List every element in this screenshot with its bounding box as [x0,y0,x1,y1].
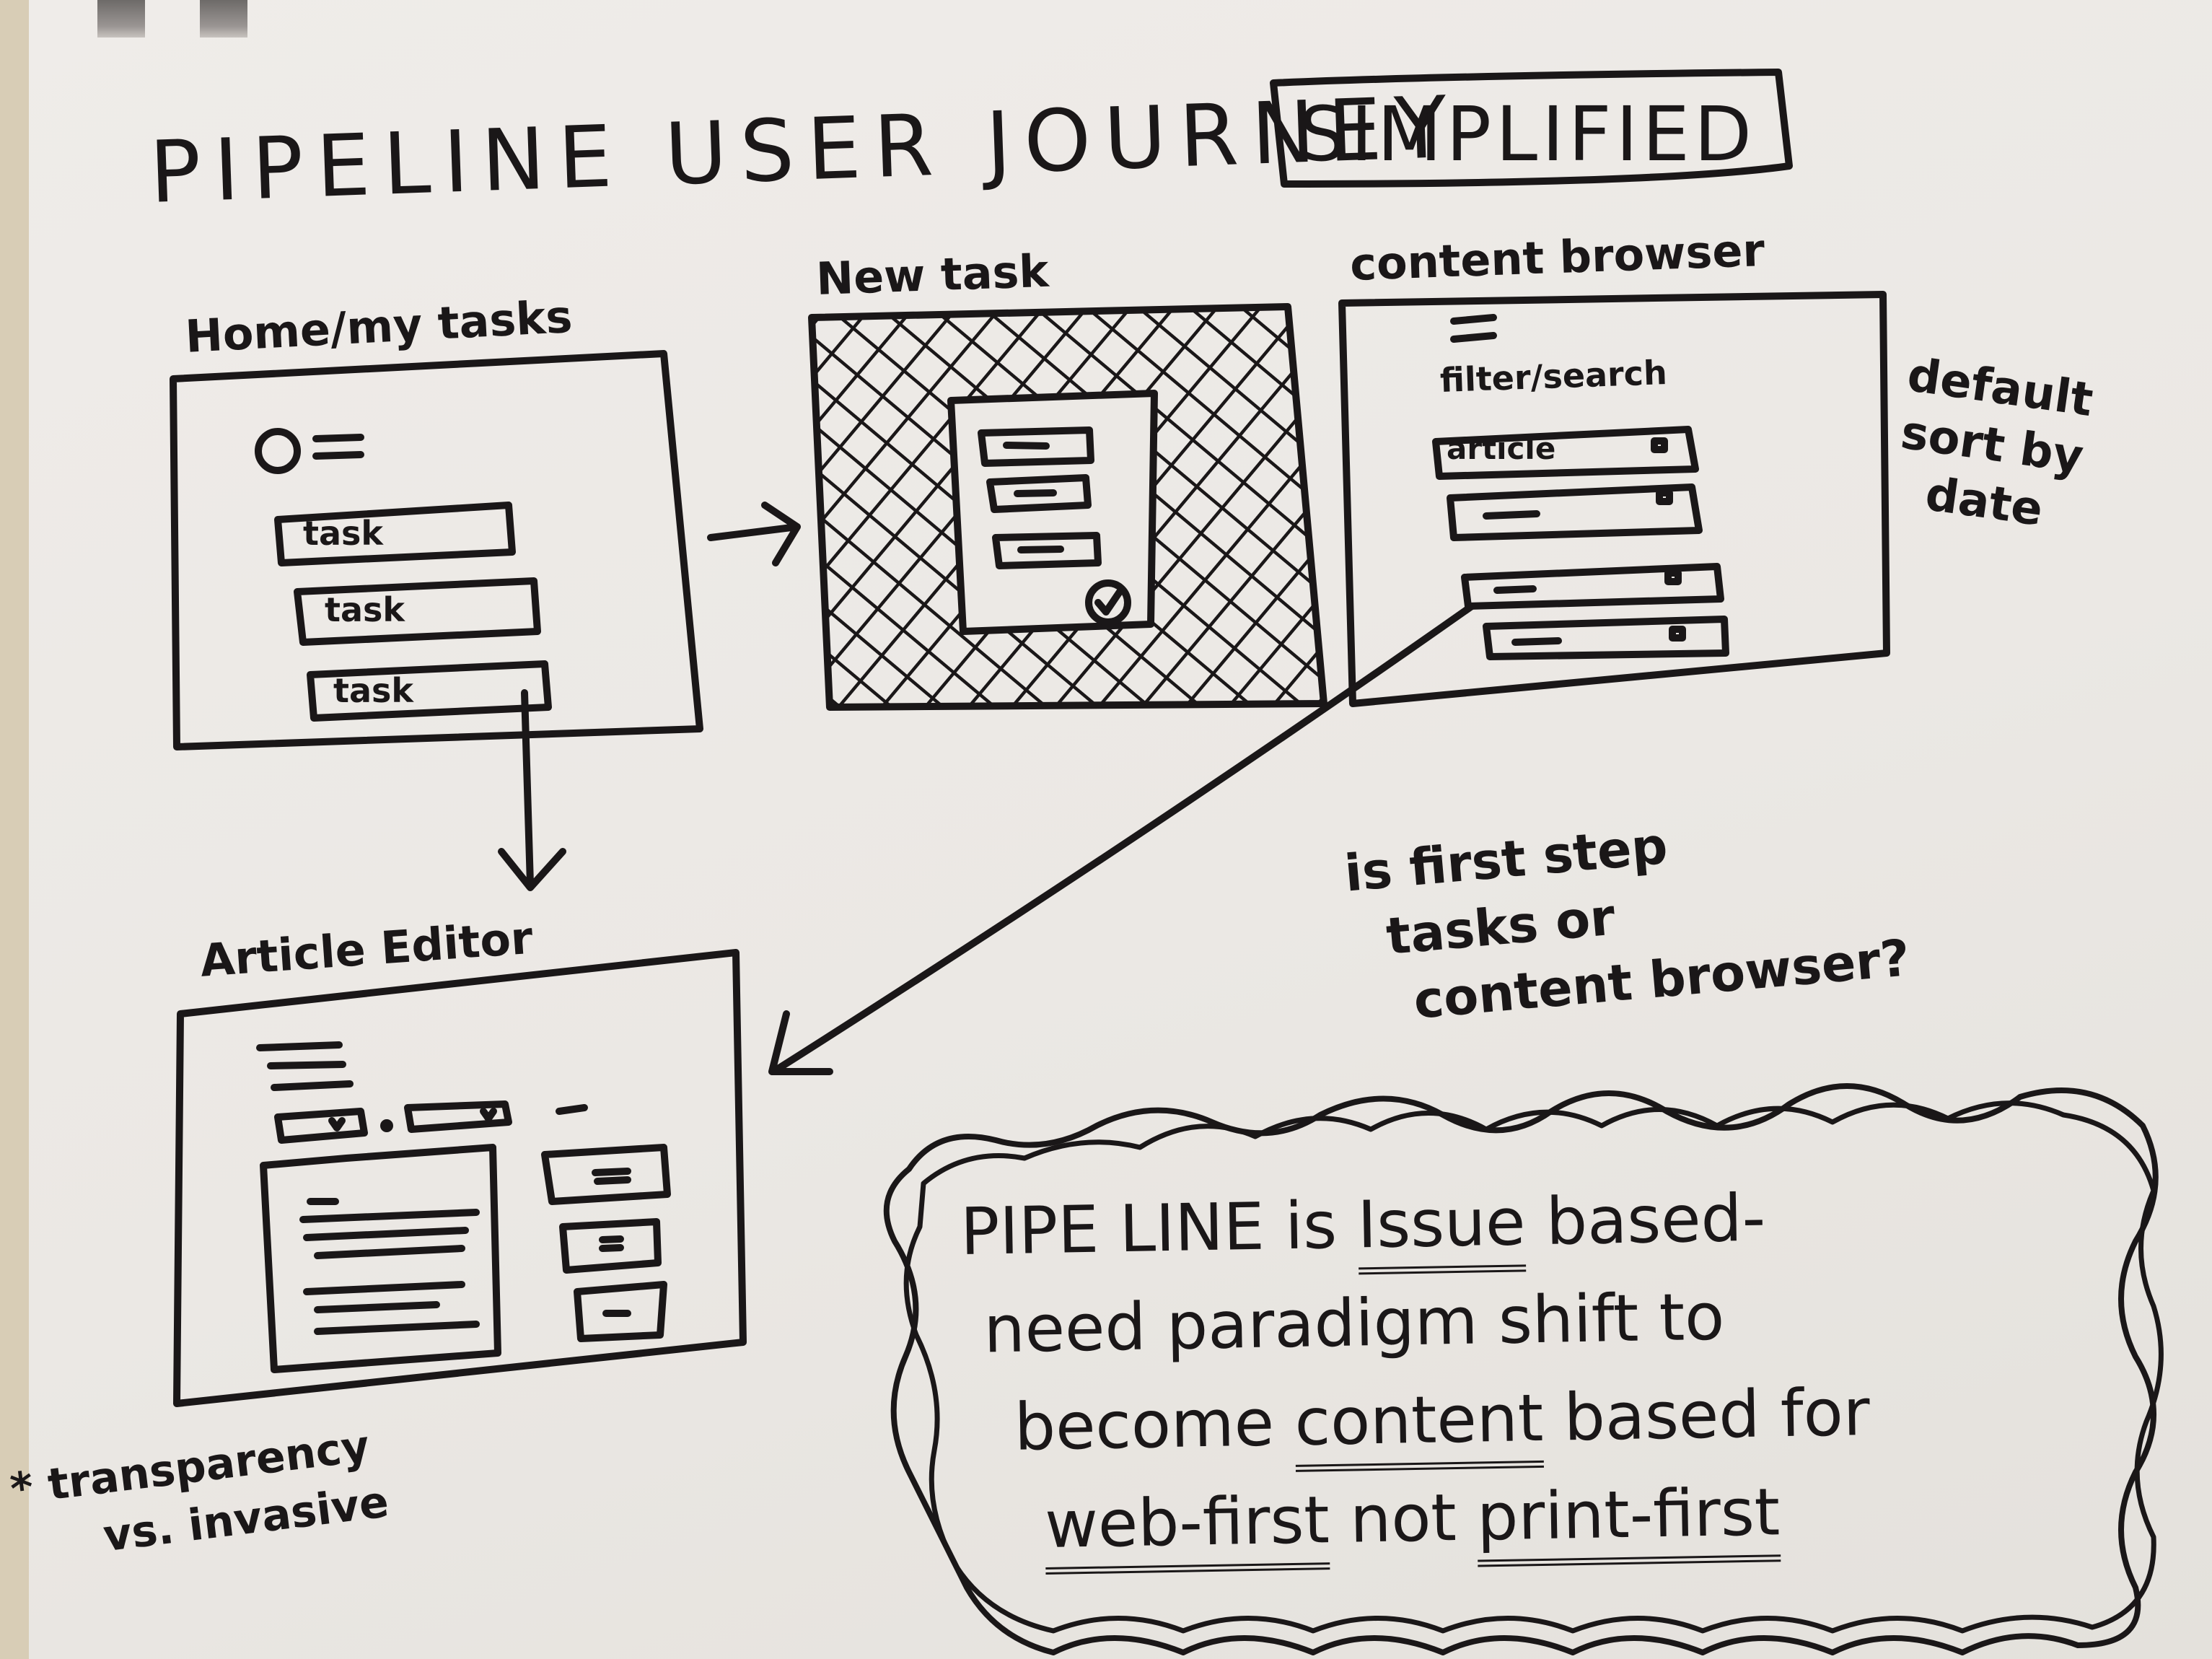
new-task-screen-frame [808,303,1327,711]
content-browser-frame [1338,291,1890,707]
content-item [1447,483,1703,541]
arrow-home-to-newtask [707,502,801,566]
dropdown-field [274,1108,368,1144]
editor-body-panel [260,1144,501,1373]
dropdown-field [404,1100,512,1133]
task-item[interactable]: task [303,514,384,553]
emphasis-issue: Issue [1356,1184,1527,1275]
sort-note: default sort by date [1888,346,2097,544]
spiral-ring [97,0,145,38]
callout-text: PIPE LINE is Issue based- need paradigm … [960,1168,1872,1576]
task-card [274,502,516,566]
callout-line-1: PIPE LINE is Issue based- [960,1168,1867,1282]
side-card [559,1218,662,1274]
article-editor-frame [173,949,747,1407]
callout-text-span: based- [1524,1180,1766,1261]
callout-text-span: based for [1542,1375,1871,1456]
spiral-ring [200,0,247,38]
callout-text-span: PIPE LINE is [960,1187,1359,1270]
task-item[interactable]: task [333,671,414,710]
callout-text-span: become [1013,1384,1296,1466]
callout-line-2: need paradigm shift to [983,1279,1726,1368]
callout-line-3: become content based for [963,1364,1871,1478]
filter-search-label[interactable]: filter/search [1439,353,1668,400]
content-item [1483,616,1729,660]
side-card [574,1281,667,1342]
task-card [294,577,541,646]
emphasis-print-first: print-first [1476,1474,1781,1567]
home-screen-frame [170,350,703,750]
side-card [541,1144,671,1205]
title-badge-box [1270,69,1793,188]
callout-text-span: not [1328,1479,1478,1559]
content-item [1432,426,1699,480]
task-item[interactable]: task [325,590,405,629]
new-task-label: New task [815,244,1050,305]
arrow-browser-to-editor [768,603,1475,1075]
title-badge: SIMPLIFIED [1299,90,1757,178]
callout-line-4: web-first not print-first [965,1462,1872,1576]
content-item [1461,563,1724,610]
arrow-home-to-editor [498,689,566,891]
task-card [307,660,552,722]
emphasis-content: content [1294,1380,1545,1472]
emphasis-web-first: web-first [1044,1482,1330,1575]
content-item-label[interactable]: article [1447,431,1556,466]
avatar-icon [255,428,301,474]
